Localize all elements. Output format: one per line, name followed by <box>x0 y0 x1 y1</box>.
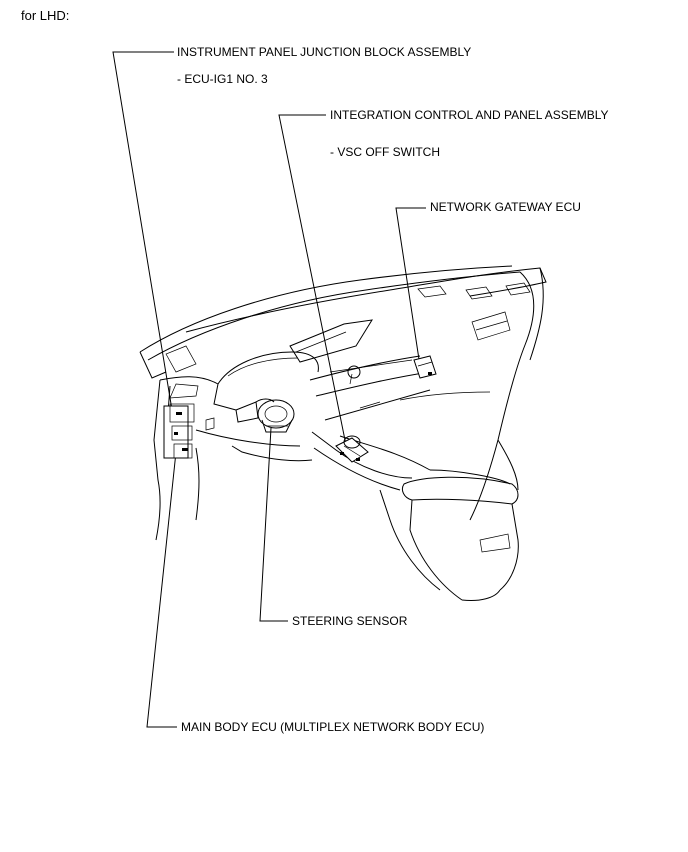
network-gateway-label: NETWORK GATEWAY ECU <box>430 200 581 214</box>
network-gateway-leader <box>395 207 426 367</box>
junction-block-leader <box>112 51 174 411</box>
junction-block-label: INSTRUMENT PANEL JUNCTION BLOCK ASSEMBLY <box>177 45 472 59</box>
main-body-ecu-leader <box>146 451 177 728</box>
steering-sensor-label: STEERING SENSOR <box>292 614 408 628</box>
integration-control-label: INTEGRATION CONTROL AND PANEL ASSEMBLY <box>330 108 609 122</box>
integration-control-sub-label: - VSC OFF SWITCH <box>330 145 440 159</box>
diagram-variant-label: for LHD: <box>21 8 70 23</box>
leader-lines <box>112 51 426 728</box>
junction-block-sub-label: - ECU-IG1 NO. 3 <box>177 72 268 86</box>
dashboard-outline <box>139 265 547 601</box>
steering-sensor-leader <box>259 427 288 622</box>
main-body-ecu-label: MAIN BODY ECU (MULTIPLEX NETWORK BODY EC… <box>181 720 485 734</box>
integration-control-leader <box>278 114 347 446</box>
